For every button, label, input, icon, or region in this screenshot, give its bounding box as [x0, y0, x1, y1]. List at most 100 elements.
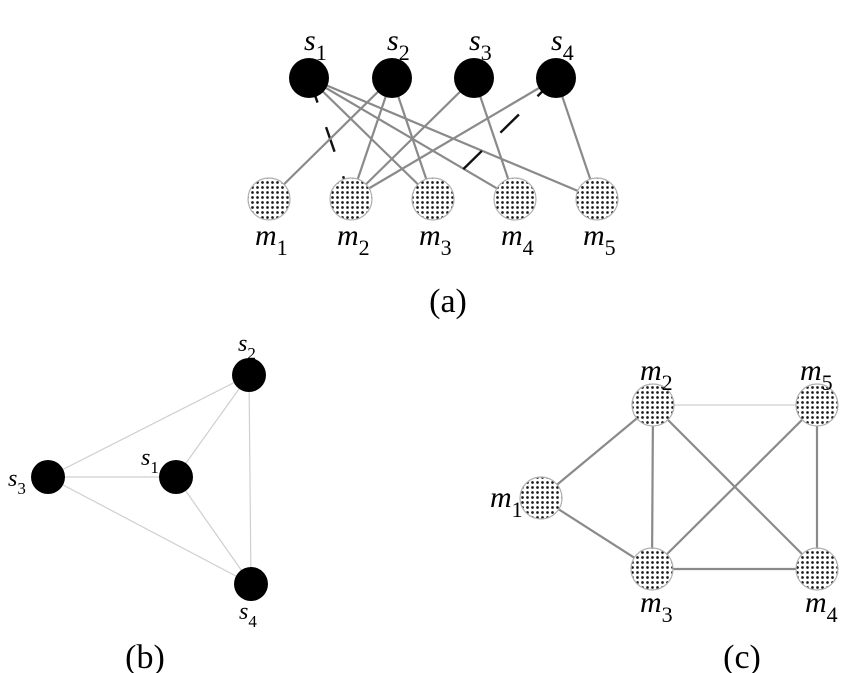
node-m2 — [631, 383, 675, 427]
label-m5-base: m — [800, 354, 822, 387]
label-m1: m1 — [255, 219, 288, 260]
label-s1-subscript: 1 — [316, 40, 327, 65]
label-m2-base: m — [337, 219, 359, 252]
edge-s2-s4 — [248, 374, 252, 585]
label-s4: s4 — [239, 599, 257, 631]
label-s2-subscript: 2 — [399, 40, 410, 65]
label-s3-subscript: 3 — [481, 40, 492, 65]
label-m4-base: m — [501, 219, 523, 252]
node-m3 — [630, 547, 674, 591]
label-s3-base: s — [8, 466, 17, 492]
label-s2-base: s — [238, 331, 247, 357]
label-s3: s3 — [8, 466, 26, 498]
panel-b-nodes — [31, 358, 268, 601]
label-m3-base: m — [640, 586, 662, 619]
label-m5: m5 — [583, 219, 616, 260]
node-m3 — [411, 177, 455, 221]
node-m4 — [795, 547, 839, 591]
edge-m2-m3 — [650, 404, 655, 570]
node-s2 — [232, 358, 266, 392]
edge-s2-m1 — [268, 77, 393, 200]
edge-m1-m3 — [540, 497, 653, 570]
label-m2: m2 — [337, 219, 370, 260]
edge-s2-s1 — [175, 374, 250, 478]
edge-m1-m2 — [540, 404, 654, 499]
label-m1: m1 — [490, 481, 523, 522]
panel-a-caption: (a) — [429, 283, 467, 320]
label-s4-subscript: 4 — [563, 40, 574, 65]
label-m3: m3 — [640, 586, 673, 627]
label-s3-base: s — [469, 24, 481, 57]
label-m3: m3 — [419, 219, 452, 260]
node-m4 — [493, 177, 537, 221]
label-m3-subscript: 3 — [441, 235, 452, 260]
panel-b-caption: (b) — [125, 639, 165, 673]
label-m2-subscript: 2 — [662, 370, 673, 395]
label-s2: s2 — [238, 331, 256, 363]
edge-s1-s4 — [175, 476, 252, 585]
panel-c-nodes — [519, 383, 839, 591]
label-s1-base: s — [141, 445, 150, 471]
node-s3 — [31, 460, 65, 494]
panel-b-edges — [47, 374, 252, 585]
node-m5 — [795, 383, 839, 427]
label-s2-subscript: 2 — [247, 344, 256, 363]
label-s4-base: s — [239, 599, 248, 625]
edge-s4-m2 — [350, 77, 557, 200]
label-s4: s4 — [551, 24, 574, 65]
label-m2: m2 — [640, 354, 673, 395]
label-m1-base: m — [255, 219, 277, 252]
label-s2: s2 — [387, 24, 410, 65]
label-m2-base: m — [640, 354, 662, 387]
label-s1-subscript: 1 — [150, 458, 159, 477]
node-m1 — [247, 177, 291, 221]
node-m1 — [519, 476, 563, 520]
label-m4: m4 — [501, 219, 534, 260]
edge-s3-s4 — [47, 476, 252, 585]
label-m1-base: m — [490, 481, 512, 514]
node-m5 — [575, 177, 619, 221]
label-s4-base: s — [551, 24, 563, 57]
label-m5: m5 — [800, 354, 833, 395]
label-m4: m4 — [805, 586, 838, 627]
node-m2 — [329, 177, 373, 221]
label-m4-subscript: 4 — [827, 602, 838, 627]
node-s2 — [372, 58, 412, 98]
label-s4-subscript: 4 — [248, 612, 257, 631]
label-m2-subscript: 2 — [359, 235, 370, 260]
label-m4-base: m — [805, 586, 827, 619]
label-s1-base: s — [304, 24, 316, 57]
label-m5-subscript: 5 — [822, 370, 833, 395]
label-m5-base: m — [583, 219, 605, 252]
label-s3: s3 — [469, 24, 492, 65]
node-s1 — [289, 58, 329, 98]
label-m1-subscript: 1 — [512, 497, 523, 522]
edge-s2-s3 — [47, 374, 250, 478]
label-m3-subscript: 3 — [662, 602, 673, 627]
node-s1 — [159, 460, 193, 494]
label-m5-subscript: 5 — [605, 235, 616, 260]
edge-m5-m3 — [651, 404, 818, 570]
panel-a-edges — [268, 76, 599, 201]
label-m1-subscript: 1 — [277, 235, 288, 260]
label-s2-base: s — [387, 24, 399, 57]
node-s4 — [536, 58, 576, 98]
panel-a-nodes — [247, 58, 619, 221]
label-s3-subscript: 3 — [17, 479, 26, 498]
node-s3 — [454, 58, 494, 98]
node-s4 — [234, 567, 268, 601]
edge-s3-m2 — [350, 77, 475, 200]
label-s1: s1 — [304, 24, 327, 65]
label-m4-subscript: 4 — [523, 235, 534, 260]
label-m3-base: m — [419, 219, 441, 252]
label-s1: s1 — [141, 445, 159, 477]
panel-c-caption: (c) — [723, 639, 761, 673]
panel-c-edges — [540, 404, 819, 571]
